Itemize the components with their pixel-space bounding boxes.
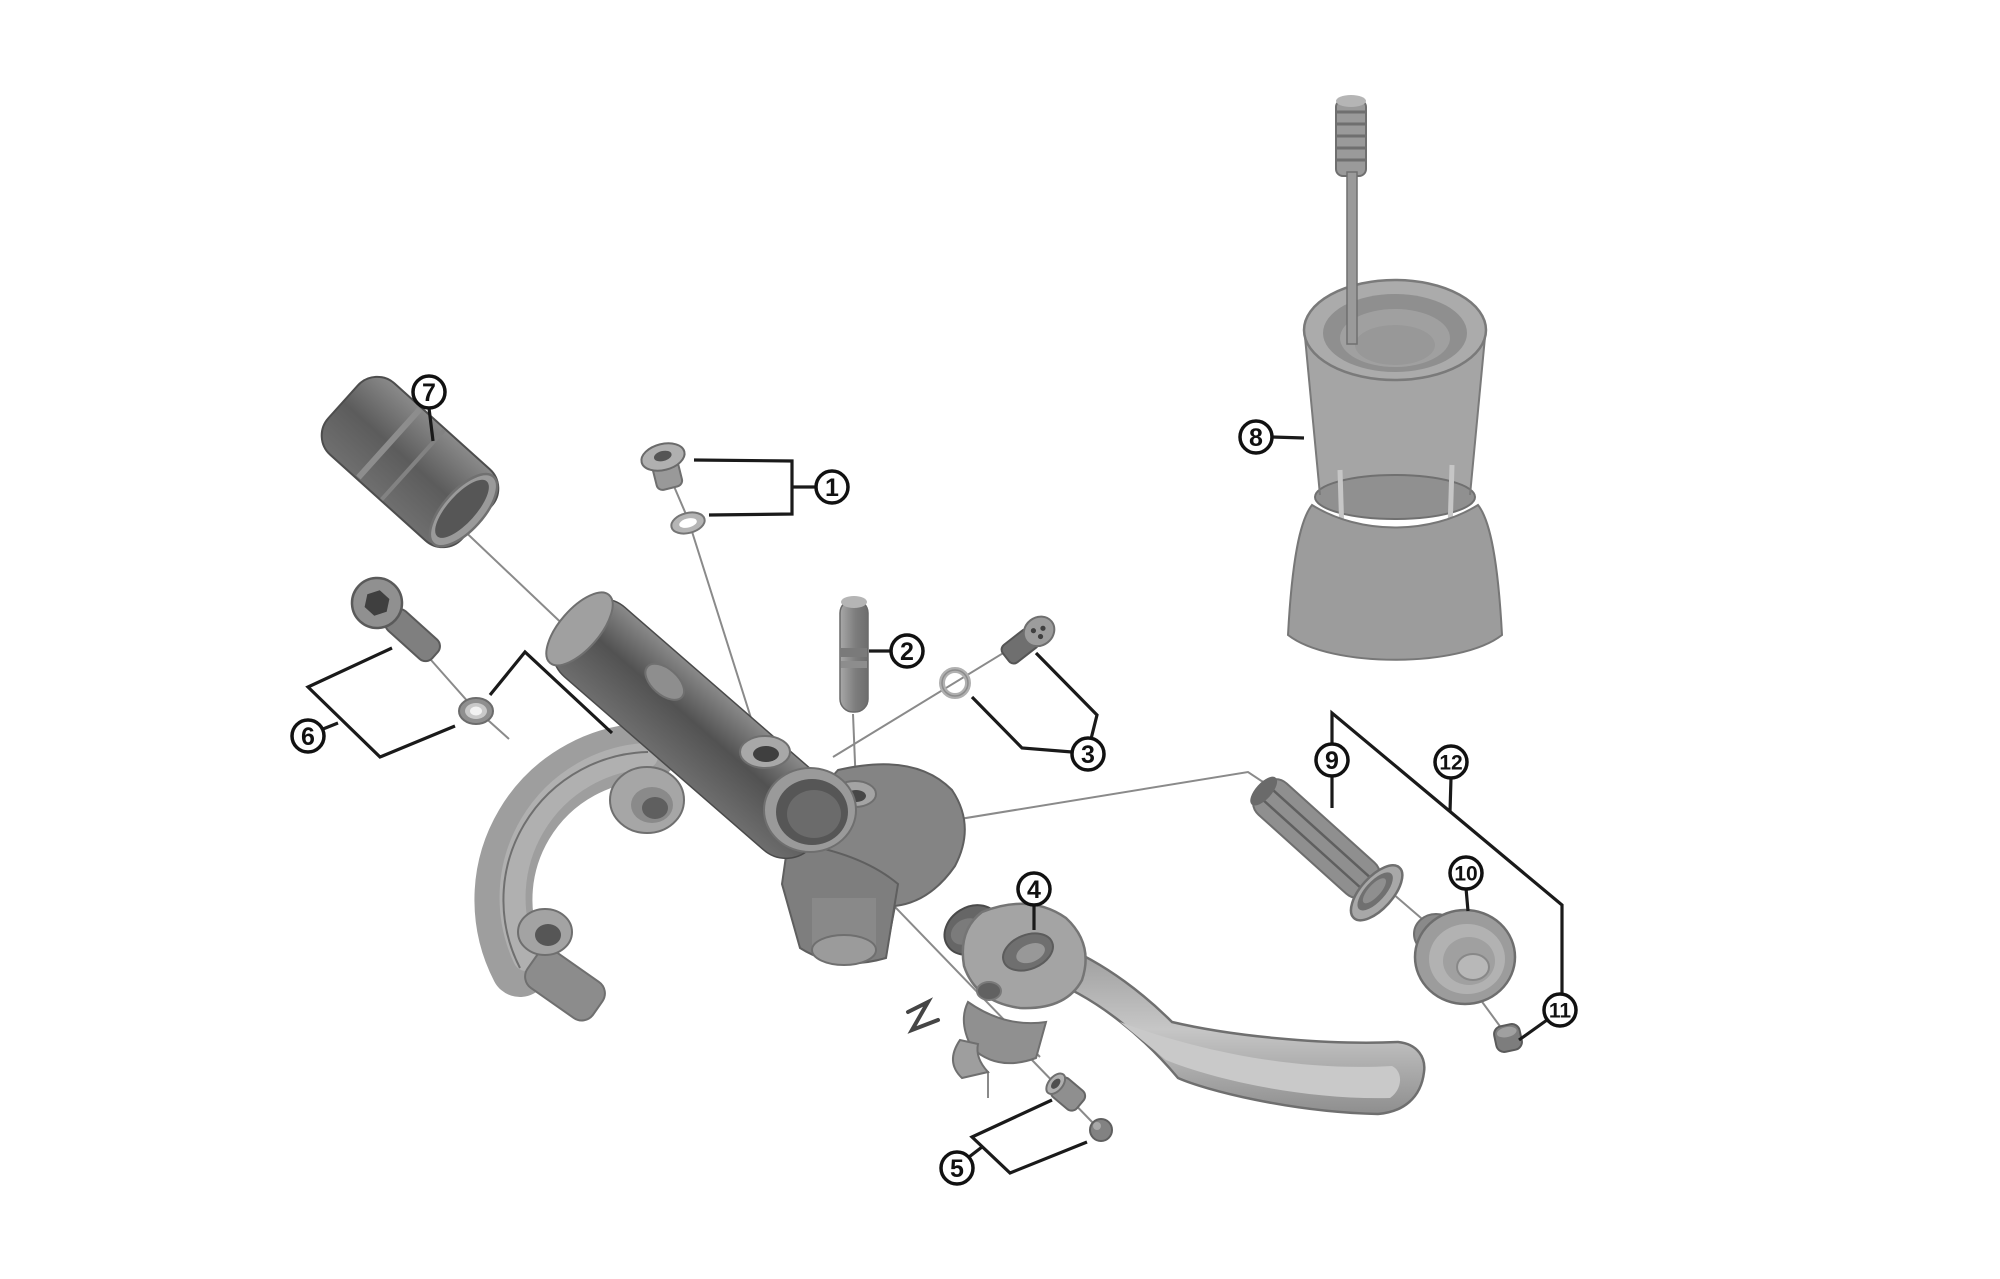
callout-4-lever-blade-assembly: 4 <box>1016 871 1052 907</box>
leader-11 <box>1518 1018 1548 1042</box>
bracket-1 <box>693 458 794 517</box>
connector-bolt <box>1000 615 1056 665</box>
barrel-end-cap <box>545 591 614 667</box>
callout-number: 4 <box>1027 876 1041 904</box>
barrel-nut <box>1045 1072 1087 1112</box>
handlebar-clamp-arm <box>474 723 685 1022</box>
bleed-screw <box>640 442 686 491</box>
callout-circle <box>411 374 447 410</box>
master-cylinder-body <box>474 591 966 1022</box>
rubber-boot-cover <box>320 375 500 549</box>
leader-7 <box>427 407 435 442</box>
callout-2-push-rod-pin: 2 <box>889 633 925 669</box>
callout-5-barrel-nut-and-ball: 5 <box>939 1150 975 1186</box>
grommet-bush <box>1493 1023 1523 1053</box>
bracket-5-stub <box>968 1145 983 1159</box>
callout-circle <box>1238 419 1274 455</box>
plunger-rod <box>1346 171 1358 345</box>
push-rod-pin <box>839 596 869 713</box>
bracket-3-lower <box>970 695 1073 754</box>
callout-circle <box>1433 744 1469 780</box>
callout-8-bleed-funnel-with-plunger: 8 <box>1238 419 1274 455</box>
callout-circle <box>1070 736 1106 772</box>
cylinder-bore <box>763 767 857 853</box>
callout-9-hose-sleeve-bushing: 9 <box>1314 742 1350 778</box>
axis-boot-7 <box>454 521 573 634</box>
ball-end <box>1089 1118 1113 1142</box>
callout-circle <box>1314 742 1350 778</box>
callout-number: 2 <box>900 638 914 666</box>
callout-number: 10 <box>1454 863 1477 886</box>
funnel-skirt <box>1286 464 1504 661</box>
callout-circle <box>1016 871 1052 907</box>
bracket-5 <box>969 1098 1088 1175</box>
callout-11-grommet-bush: 11 <box>1542 992 1578 1028</box>
axis-connector-3 <box>832 643 1019 758</box>
bracket-6 <box>305 646 456 759</box>
callout-number: 1 <box>825 474 839 502</box>
bracket-6-stub <box>322 721 339 731</box>
funnel-cup <box>1302 278 1488 520</box>
leader-8 <box>1271 435 1305 440</box>
clamp-bolt-and-washer <box>350 576 494 725</box>
lever-lower-lobe <box>962 1000 1048 1065</box>
leader-10 <box>1464 887 1470 912</box>
barrel-nut-and-ball <box>1045 1072 1113 1142</box>
callout-number: 9 <box>1325 747 1339 775</box>
callout-12-hose-connecting-set: 12 <box>1433 744 1469 780</box>
callout-7-rubber-boot-cover: 7 <box>411 374 447 410</box>
pivot-main-hole <box>1002 932 1054 972</box>
callout-leader-lines <box>305 407 1564 1175</box>
callout-number: 8 <box>1249 424 1263 452</box>
callout-circle <box>1542 992 1578 1028</box>
callout-number: 12 <box>1439 752 1462 775</box>
clamp-bolt-washer <box>458 697 494 725</box>
callout-circle <box>1448 855 1484 891</box>
bracket-3-upper <box>1034 651 1099 740</box>
callout-circle <box>290 718 326 754</box>
bleed-screw-o-ring <box>670 511 706 535</box>
bleed-screw-and-o-ring <box>640 442 706 535</box>
axis-piston-grommet <box>1479 998 1503 1030</box>
lever-hook-piece <box>952 1038 990 1080</box>
callout-circle <box>939 1150 975 1186</box>
callout-number: 11 <box>1549 1000 1572 1023</box>
funnel-plunger <box>1335 95 1367 177</box>
bleed-funnel-with-plunger <box>1286 95 1504 661</box>
callout-10-piston-seal-unit: 10 <box>1448 855 1484 891</box>
callout-number: 7 <box>422 379 436 407</box>
lever-blade-face <box>1120 1022 1401 1099</box>
hose-sleeve-bushing <box>1250 776 1404 922</box>
clamp-bolt <box>350 576 441 663</box>
callout-number: 3 <box>1081 741 1095 769</box>
callout-circle <box>814 469 850 505</box>
callout-circle <box>889 633 925 669</box>
callout-number: 6 <box>301 723 315 751</box>
callout-6-clamp-bolt-and-washer: 6 <box>290 718 326 754</box>
body-foot-cylinder <box>811 934 877 966</box>
callout-number: 5 <box>950 1155 964 1183</box>
callout-1-bleed-screw-and-o-ring: 1 <box>814 469 850 505</box>
bracket-6-locator <box>488 649 614 735</box>
clamp-hinge-block <box>524 948 606 1022</box>
piston-seal-unit <box>1413 908 1517 1006</box>
leader-12-stub <box>1448 777 1453 813</box>
o-ring-and-connector-bolt <box>939 615 1056 699</box>
bleed-port <box>739 735 791 769</box>
pivot-pin-hole <box>976 981 1002 1001</box>
callout-3-o-ring-and-connector-bolt: 3 <box>1070 736 1106 772</box>
return-spring <box>906 997 940 1034</box>
bracket-9-12-11 <box>1330 709 1564 994</box>
lever-blade-assembly <box>906 902 1426 1116</box>
barrel-button <box>644 662 686 701</box>
